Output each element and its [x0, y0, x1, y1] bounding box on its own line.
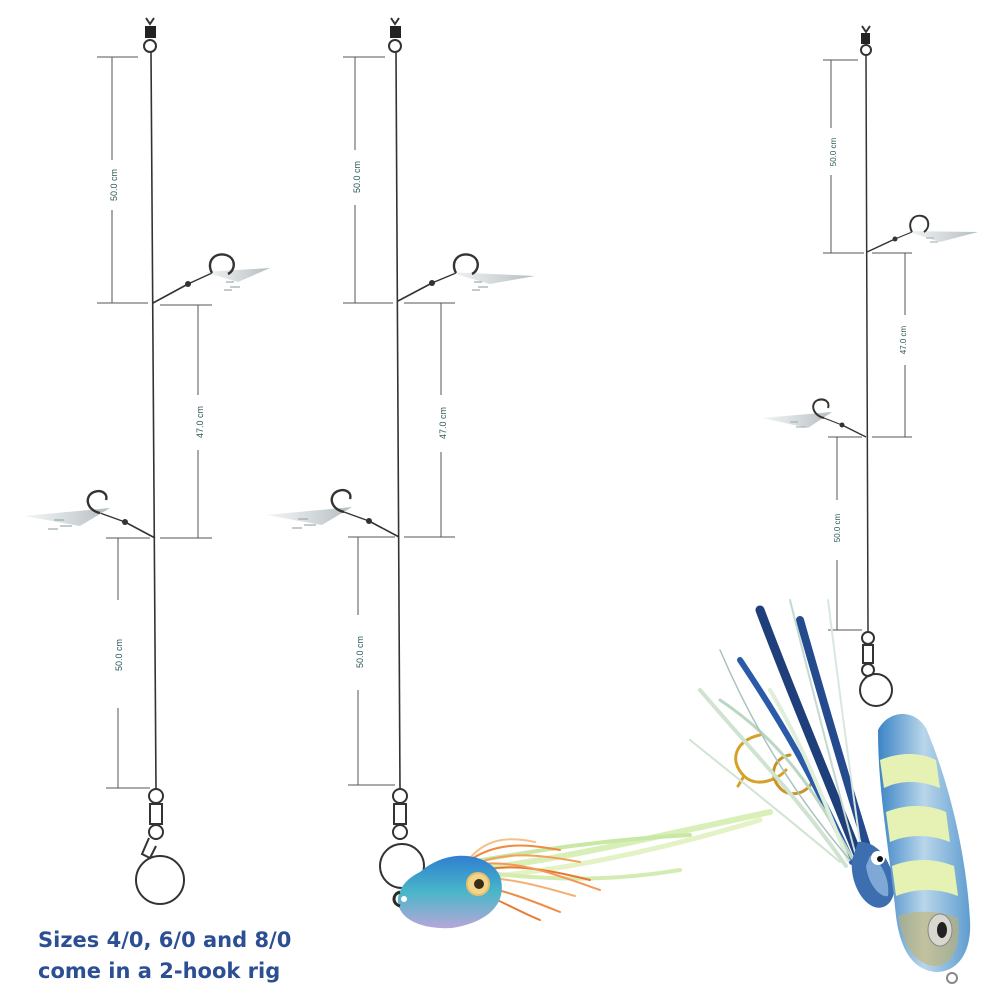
dimension-middle: [872, 252, 912, 438]
dimension-bottom: [828, 436, 862, 631]
upper-hook-dropper: [152, 253, 270, 304]
hook-icon: [452, 253, 479, 276]
dimension-top: [343, 56, 393, 304]
dimension-bottom: [106, 537, 150, 789]
dimension-bottom-label: 50.0 cm: [355, 636, 365, 668]
hook-icon: [330, 488, 352, 514]
dimension-middle: [404, 302, 455, 538]
main-line: [395, 51, 401, 791]
dimension-middle: [160, 304, 212, 539]
split-ring: [859, 673, 893, 707]
bottom-swivel: [135, 788, 185, 905]
hook-icon: [812, 398, 830, 419]
top-swivel: [860, 25, 872, 56]
dimension-top: [823, 59, 864, 254]
split-ring: [135, 855, 185, 905]
rig-left: 50.0 cm 47.0 cm 50.0 cm: [24, 17, 270, 905]
upper-hook-dropper: [866, 214, 978, 253]
dimension-middle-label: 47.0 cm: [438, 407, 448, 439]
rig-middle: 50.0 cm 47.0 cm 50.0 cm: [266, 17, 773, 929]
hook-icon: [208, 253, 235, 276]
top-swivel: [388, 17, 402, 53]
upper-hook-dropper: [397, 253, 535, 302]
feather-skirt: [689, 599, 872, 868]
hook-icon: [86, 489, 108, 515]
dimension-middle-label: 47.0 cm: [899, 325, 908, 354]
dimension-bottom-label: 50.0 cm: [833, 513, 842, 542]
dimension-bottom-label: 50.0 cm: [114, 639, 124, 671]
caption-line-1: Sizes 4/0, 6/0 and 8/0: [38, 928, 292, 952]
caption-line-2: come in a 2-hook rig: [38, 959, 281, 983]
rig-right: 50.0 cm 47.0 cm 50.0 cm: [689, 25, 978, 984]
main-line: [865, 54, 869, 633]
dimension-top-label: 50.0 cm: [109, 169, 119, 201]
bottom-swivel: [379, 788, 425, 889]
squid-head: [851, 841, 895, 908]
bottom-swivel: [859, 631, 893, 707]
main-line: [150, 51, 157, 791]
dimension-bottom: [348, 536, 395, 786]
hook-size-caption: Sizes 4/0, 6/0 and 8/0 come in a 2-hook …: [38, 925, 358, 987]
lower-hook-dropper: [762, 398, 867, 438]
dimension-top-label: 50.0 cm: [829, 137, 838, 166]
top-swivel: [143, 17, 157, 53]
dimension-top: [97, 56, 148, 304]
metal-jig-lure: [878, 713, 971, 984]
skirted-jig-lure: [392, 809, 773, 929]
dimension-middle-label: 47.0 cm: [195, 406, 205, 438]
lower-hook-dropper: [24, 489, 156, 539]
lower-hook-dropper: [266, 488, 400, 538]
dimension-top-label: 50.0 cm: [352, 161, 362, 193]
hook-icon: [909, 214, 930, 233]
